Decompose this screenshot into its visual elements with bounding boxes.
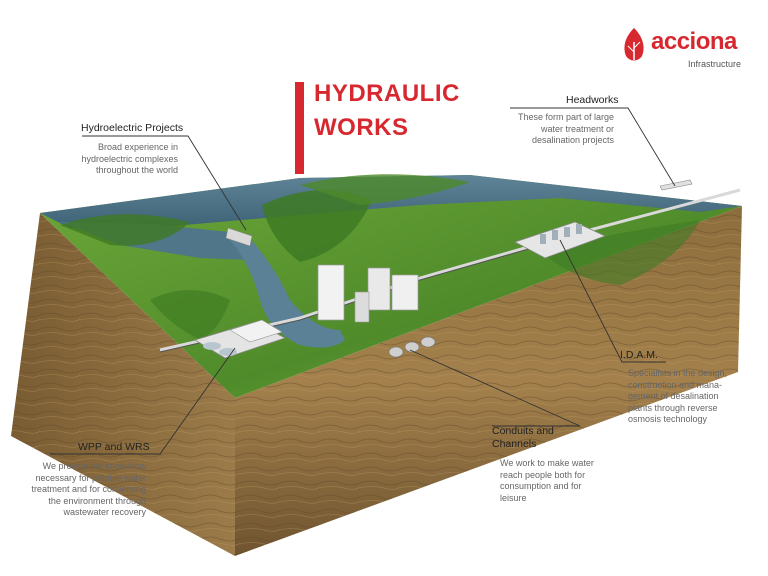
headworks-label: Headworks [566, 94, 619, 106]
headworks-callout-line [510, 107, 676, 187]
headworks-desc: These form part of large water treatment… [517, 112, 614, 145]
page-title-line1: HYDRAULIC [314, 80, 460, 107]
idam-callout-line [559, 239, 666, 363]
acciona-leaf-icon [624, 28, 644, 61]
hydroelectric-label: Hydroelectric Projects [81, 122, 184, 134]
title-accent-bar [295, 82, 304, 174]
wpp-callout-line [50, 347, 236, 455]
hydroelectric-desc: Broad experience in hydroelectric comple… [81, 142, 178, 175]
conduits-label-line2: Channels [492, 438, 537, 450]
conduits-callout-line [409, 349, 581, 427]
conduits-desc: We work to make water reach people both … [500, 458, 594, 503]
idam-label: I.D.A.M. [620, 349, 658, 361]
sea [40, 175, 742, 228]
river [228, 236, 345, 348]
wpp-desc: We provide the know-how necessary for po… [31, 461, 146, 517]
conduits-label-line1: Conduits and [492, 425, 554, 437]
logo-division: Infrastructure [688, 59, 742, 69]
acciona-logo: acciona [651, 28, 737, 55]
idam-desc: Specialists in the design, construction … [628, 368, 728, 424]
hydro-callout-line [82, 135, 247, 231]
page-title-line2: WORKS [314, 114, 409, 141]
wpp-label: WPP and WRS [78, 441, 150, 453]
